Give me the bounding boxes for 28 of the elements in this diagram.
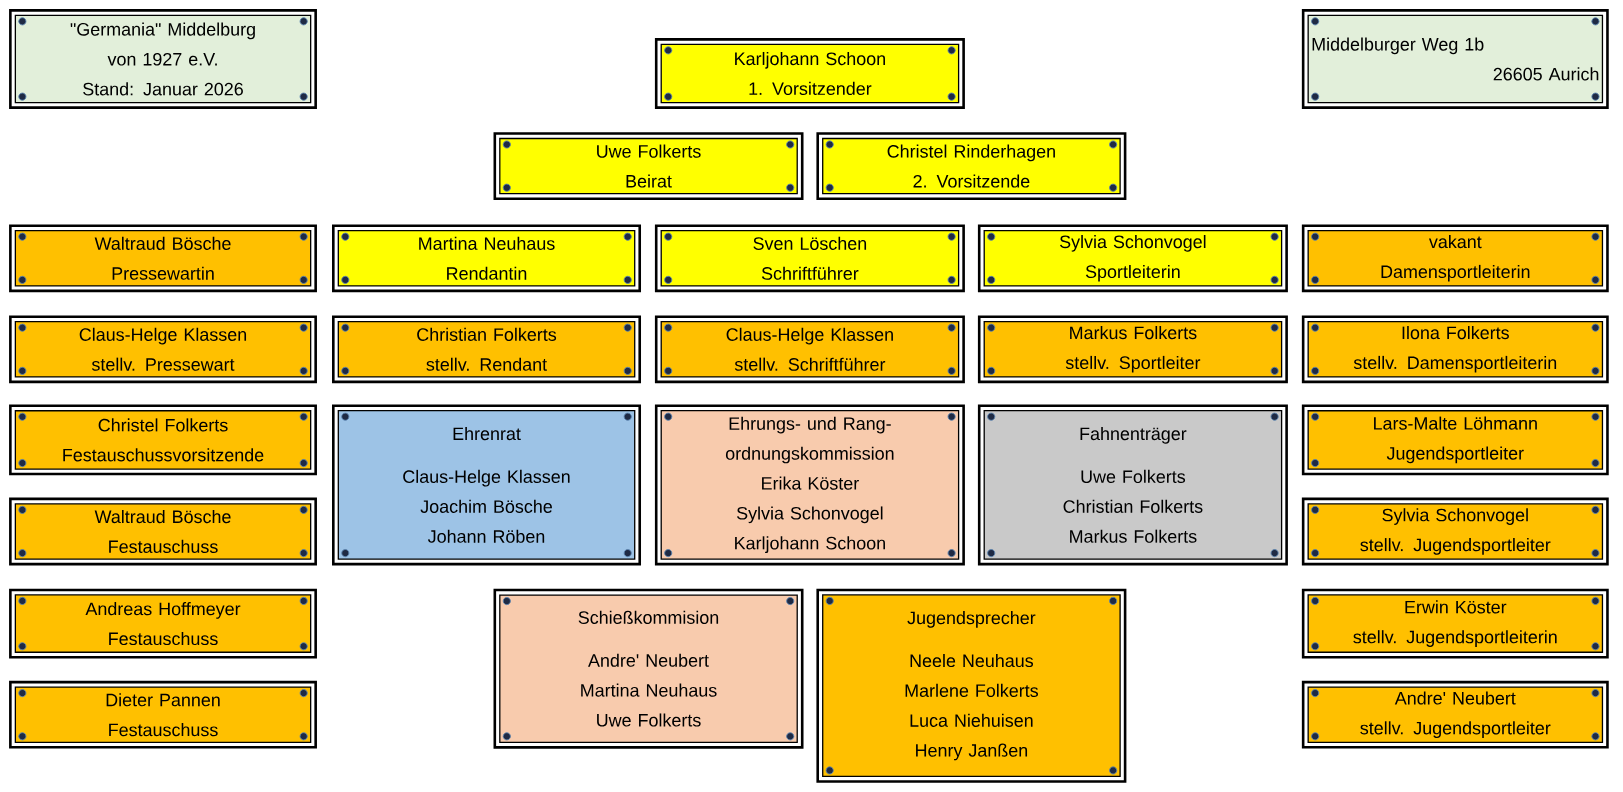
info-box: "Germania" Middelburg von 1927 e.V. Stand: Januar 2026 xyxy=(9,9,317,109)
member-box: Andre' Neubert stellv. Jugendsportleiter xyxy=(1301,680,1609,749)
committee-box: Jugendsprecher Neele Neuhaus Marlene Folkerts Luca Niehuisen Henry Janßen xyxy=(816,588,1127,783)
member-box: Christian Folkerts stellv. Rendant xyxy=(332,315,641,384)
member-box: Sylvia Schonvogel Sportleiterin xyxy=(977,224,1288,293)
committee-box: Schießkommision Andre' Neubert Martina Neuhaus Uwe Folkerts xyxy=(493,588,804,749)
member-box: Uwe Folkerts Beirat xyxy=(493,132,804,200)
committee-box: Ehrungs- und Rang-ordnungskommission Erika Köster Sylvia Schonvogel Karljohann Schoon xyxy=(654,404,965,566)
member-box: Waltraud Bösche Pressewartin xyxy=(9,224,317,293)
address-box: Middelburger Weg 1b 26605 Aurich xyxy=(1301,9,1609,109)
member-box: vakant Damensportleiterin xyxy=(1301,224,1609,293)
member-box: Lars-Malte Löhmann Jugendsportleiter xyxy=(1301,404,1609,476)
member-box: Dieter Pannen Festauschuss xyxy=(9,680,317,749)
member-box: Karljohann Schoon 1. Vorsitzender xyxy=(654,38,965,109)
member-box: Claus-Helge Klassen stellv. Pressewart xyxy=(9,315,317,384)
committee-box: Ehrenrat Claus-Helge Klassen Joachim Bösche Johann Röben xyxy=(332,404,641,566)
member-box: Waltraud Bösche Festauschuss xyxy=(9,497,317,566)
member-box: Erwin Köster stellv. Jugendsportleiterin xyxy=(1301,588,1609,659)
member-box: Martina Neuhaus Rendantin xyxy=(332,224,641,293)
member-box: Markus Folkerts stellv. Sportleiter xyxy=(977,315,1288,384)
member-box: Ilona Folkerts stellv. Damensportleiterin xyxy=(1301,315,1609,384)
member-box: Christel Folkerts Festauschussvorsitzende xyxy=(9,404,317,476)
committee-box: Fahnenträger Uwe Folkerts Christian Folkerts Markus Folkerts xyxy=(977,404,1288,566)
member-box: Christel Rinderhagen 2. Vorsitzende xyxy=(816,132,1127,200)
member-box: Sylvia Schonvogel stellv. Jugendsportleiter xyxy=(1301,497,1609,566)
member-box: Andreas Hoffmeyer Festauschuss xyxy=(9,588,317,659)
member-box: Sven Löschen Schriftführer xyxy=(654,224,965,293)
member-box: Claus-Helge Klassen stellv. Schriftführer xyxy=(654,315,965,384)
